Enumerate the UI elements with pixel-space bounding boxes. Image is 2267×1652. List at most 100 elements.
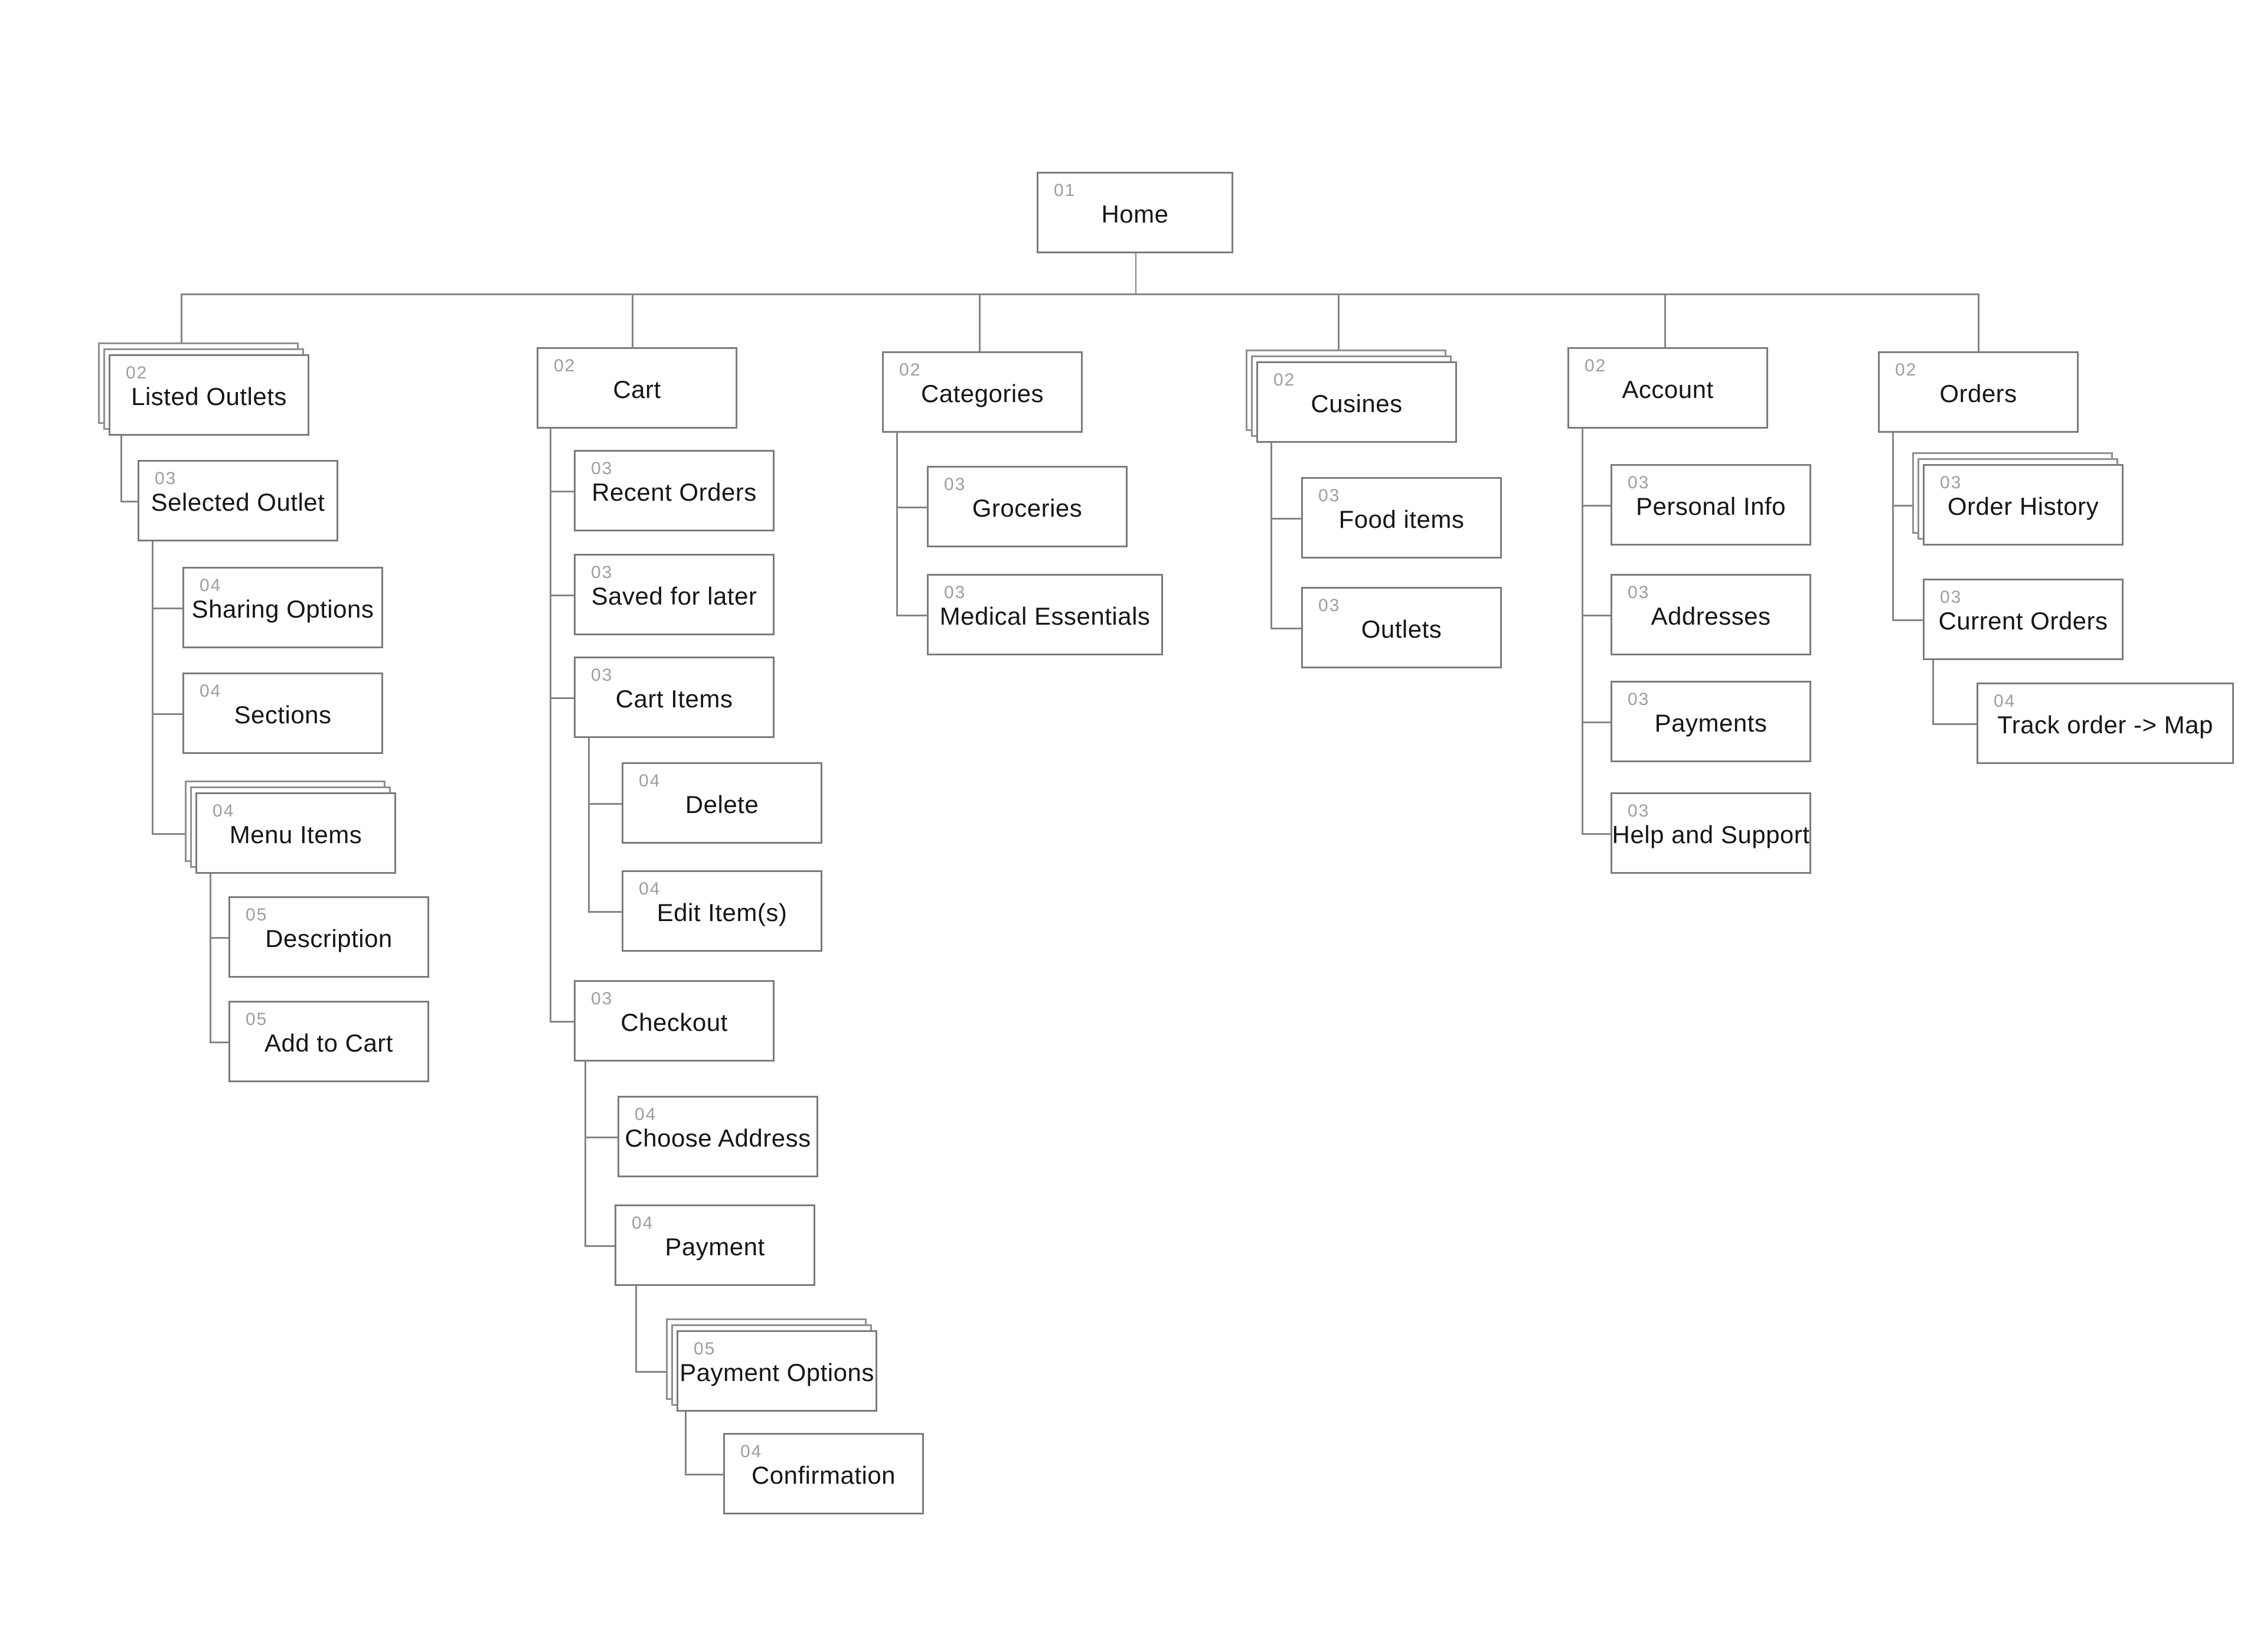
node-number: 03 [1628,473,1650,492]
connector-line [550,697,576,699]
connector-line [120,436,122,502]
connector-line [896,507,929,508]
node-label: Selected Outlet [151,488,325,516]
connector-line [588,803,623,805]
node-number: 03 [155,469,177,488]
node-label: Cart [613,376,661,403]
node-number: 03 [1628,583,1650,602]
connector-line [1582,615,1612,616]
node-label: Home [1101,200,1169,228]
connector-line [632,293,633,349]
node-label: Payment [665,1233,765,1261]
node-number: 02 [126,363,148,383]
connector-line [685,1412,687,1475]
node-label: Cart Items [615,685,733,713]
node-number: 04 [200,576,222,595]
connector-line [152,541,153,835]
node-number: 05 [246,1010,268,1029]
node-label: Outlets [1361,615,1442,643]
connector-line [1582,505,1612,507]
node-number: 02 [1895,360,1918,380]
connector-line [896,615,929,616]
node-label: Delete [685,791,759,818]
node-label: Orders [1939,380,2017,407]
connector-line [550,1021,576,1023]
node-label: Personal Info [1636,492,1786,520]
node-number: 03 [591,459,613,478]
node-number: 02 [1273,370,1296,390]
connector-line [210,937,230,939]
connector-line [635,1371,668,1373]
node-label: Menu Items [229,821,362,848]
node-number: 03 [591,989,613,1008]
node-number: 03 [1318,596,1341,615]
connector-line [1978,293,1979,353]
connector-line [588,738,590,913]
connector-line [1892,619,1925,621]
connector-line [1932,723,1978,725]
node-label: Current Orders [1938,607,2108,635]
connector-line [1892,433,1894,621]
connector-line [1664,293,1666,349]
connector-line [1582,833,1612,835]
connector-line [584,1245,616,1247]
node-number: 03 [1940,587,1962,607]
node-label: Recent Orders [592,478,757,506]
node-number: 03 [1940,473,1962,492]
node-number: 03 [944,583,966,602]
node-number: 04 [213,801,235,821]
connector-line [584,1137,619,1138]
connector-line [550,429,551,1023]
connector-line [635,1286,637,1373]
node-label: Description [265,925,393,952]
node-label: Checkout [620,1008,728,1036]
connector-line [1582,721,1612,723]
node-number: 04 [1994,691,2016,711]
node-number: 04 [639,771,661,791]
connector-line [550,595,576,596]
connector-line [979,293,981,353]
node-label: Addresses [1651,602,1771,630]
node-number: 04 [200,681,222,701]
connector-line [1270,518,1303,520]
node-number: 04 [639,879,661,899]
node-label: Medical Essentials [939,602,1151,630]
node-number: 03 [1628,801,1650,821]
node-number: 01 [1054,181,1076,200]
node-number: 03 [1628,690,1650,709]
